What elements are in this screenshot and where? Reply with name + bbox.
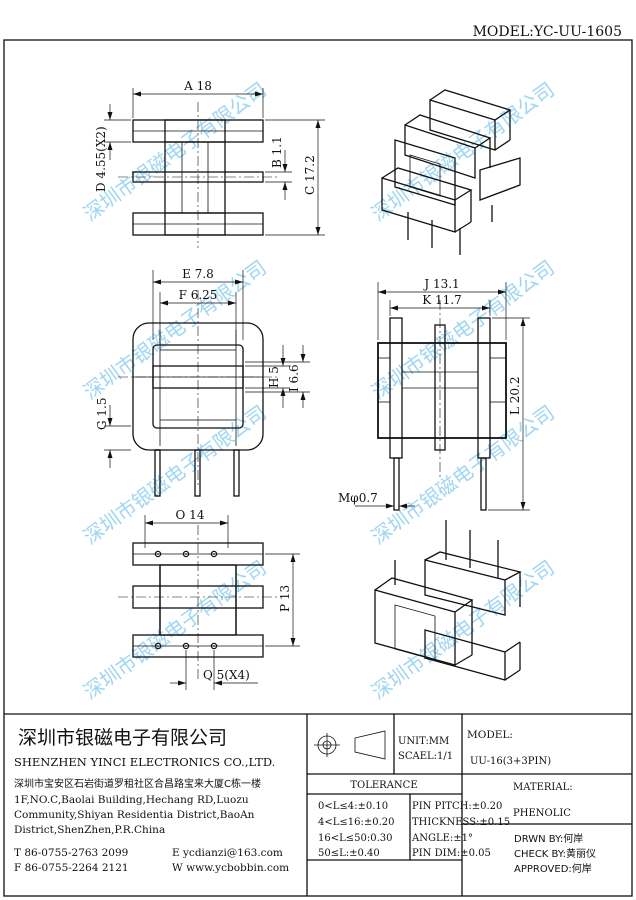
end-view: J 13.1 K 11.7 L 20.2 Mφ0.7	[338, 277, 530, 511]
email-address: E ycdianzi@163.com	[172, 847, 283, 859]
website-address: W www.ycbobbin.com	[172, 862, 289, 874]
tolerance-row: THICKNESS:±0.15	[412, 817, 510, 828]
tolerance-row: PIN PITCH:±0.20	[412, 801, 502, 812]
model-heading: MODEL:	[467, 729, 513, 741]
dim-k: K 11.7	[422, 293, 462, 307]
dim-f: F 6.25	[179, 288, 218, 302]
address-en-line3: District,ShenZhen,P.R.China	[14, 824, 165, 836]
dim-h: H 5	[267, 366, 281, 388]
front-view: A 18 C 17.2 B 1.1 D 4.55(X2)	[94, 79, 325, 248]
tolerance-row: 0<L≤4:±0.10	[318, 801, 388, 812]
phone-number: T 86-0755-2763 2099	[14, 847, 128, 859]
watermark-text: 深圳市银磁电子有限公司	[79, 255, 271, 404]
dim-b: B 1.1	[270, 136, 284, 168]
model-value: UU-16(3+3PIN)	[470, 756, 551, 767]
dim-a: A 18	[183, 79, 212, 93]
dim-q: Q 5(X4)	[203, 668, 250, 682]
sheet-border	[3, 39, 633, 897]
checked-by: CHECK BY:黄丽仪	[514, 847, 596, 860]
tolerance-row: 16<L≤50:0.30	[318, 833, 392, 844]
fax-number: F 86-0755-2264 2121	[14, 862, 129, 874]
watermark-text: 深圳市银磁电子有限公司	[367, 400, 559, 549]
title-block: 深圳市银磁电子有限公司 SHENZHEN YINCI ELECTRONICS C…	[4, 713, 632, 896]
dim-c: C 17.2	[303, 155, 317, 195]
address-en-line1: 1F,NO.C,Baolai Building,Hechang RD,Luozu	[14, 794, 249, 806]
dim-d: D 4.55(X2)	[94, 126, 108, 192]
dim-p: P 13	[278, 585, 292, 612]
approved-by: APPROVED:何岸	[514, 862, 592, 875]
tolerance-row: 4<L≤16:±0.20	[318, 817, 395, 828]
dim-l: L 20.2	[508, 376, 522, 415]
dim-g: G 1.5	[95, 398, 109, 430]
unit-label: UNIT:MM	[398, 736, 449, 747]
bottom-view: O 14 P 13 Q 5(X4)	[118, 508, 300, 690]
side-view: E 7.8 F 6.25 H 5 I 6.6 G 1.5	[95, 267, 310, 497]
dim-e: E 7.8	[182, 267, 214, 281]
isometric-view-bottom	[374, 520, 522, 681]
material-value: PHENOLIC	[513, 808, 571, 819]
tolerance-heading: TOLERANCE	[350, 780, 417, 791]
company-name-cn: 深圳市银磁电子有限公司	[18, 727, 227, 749]
address-en-line2: Community,Shiyan Residentia District,Bao…	[14, 809, 255, 821]
tolerance-row: ANGLE:±1°	[411, 833, 473, 844]
dim-i: I 6.6	[287, 364, 301, 392]
dim-j: J 13.1	[422, 277, 459, 291]
drawn-by: DRWN BY:何岸	[514, 832, 583, 845]
watermark-text: 深圳市银磁电子有限公司	[367, 255, 559, 404]
tolerance-row: 50≤L:±0.40	[318, 848, 380, 859]
isometric-view-top	[381, 89, 521, 255]
tolerance-row: PIN DIM:±0.05	[412, 848, 491, 859]
dim-m: Mφ0.7	[338, 491, 378, 505]
address-cn: 深圳市宝安区石岩街道罗租社区合昌路宝来大厦C栋一楼	[14, 777, 261, 790]
model-label: MODEL:YC-UU-1605	[473, 24, 622, 40]
scale-label: SCAEL:1/1	[398, 751, 453, 762]
company-name-en: SHENZHEN YINCI ELECTRONICS CO.,LTD.	[14, 755, 275, 769]
material-heading: MATERIAL:	[513, 782, 573, 793]
dim-o: O 14	[176, 508, 205, 522]
